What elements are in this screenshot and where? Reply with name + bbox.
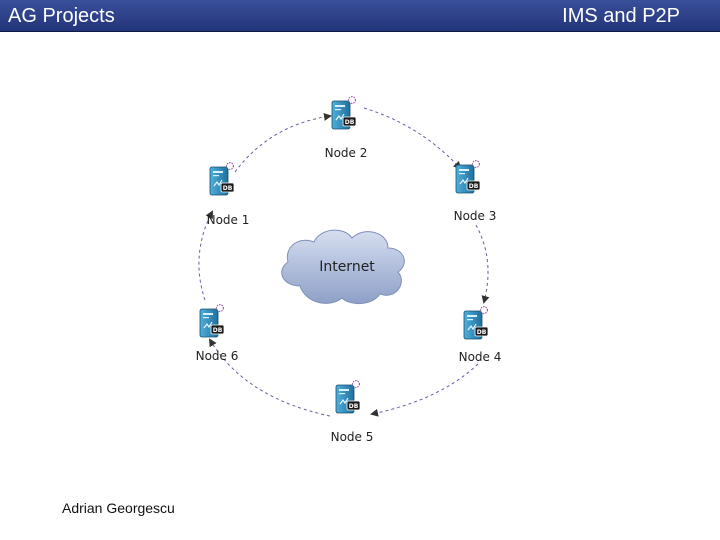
link-node4-node5 xyxy=(370,363,479,417)
ring-links xyxy=(198,107,490,417)
slide-brand-title: AG Projects xyxy=(8,5,115,27)
server-db-icon xyxy=(331,96,357,130)
server-db-icon xyxy=(463,306,489,340)
link-node5-node6 xyxy=(208,338,331,417)
slide-topic-title: IMS and P2P xyxy=(562,5,680,27)
node-3: Node 3 xyxy=(454,160,497,223)
title-bar: AG Projects IMS and P2P xyxy=(0,0,720,32)
server-db-icon xyxy=(335,380,361,414)
server-db-icon xyxy=(199,304,225,338)
node-4-label: Node 4 xyxy=(459,350,502,364)
link-node1-node2 xyxy=(234,112,332,173)
server-db-icon xyxy=(209,162,235,196)
node-1-label: Node 1 xyxy=(207,213,250,227)
node-5: Node 5 xyxy=(331,380,374,444)
node-5-label: Node 5 xyxy=(331,430,374,444)
node-6: Node 6 xyxy=(196,304,239,363)
node-1: Node 1 xyxy=(207,162,250,227)
node-4: Node 4 xyxy=(459,306,502,364)
node-2-label: Node 2 xyxy=(325,146,368,160)
author-name: Adrian Georgescu xyxy=(62,500,175,516)
node-3-label: Node 3 xyxy=(454,209,497,223)
internet-label: Internet xyxy=(319,259,375,275)
link-node2-node3 xyxy=(363,107,462,170)
internet-cloud: Internet xyxy=(281,229,405,304)
server-db-icon xyxy=(455,160,481,194)
node-6-label: Node 6 xyxy=(196,349,239,363)
link-node3-node4 xyxy=(475,224,490,304)
node-2: Node 2 xyxy=(325,96,368,160)
